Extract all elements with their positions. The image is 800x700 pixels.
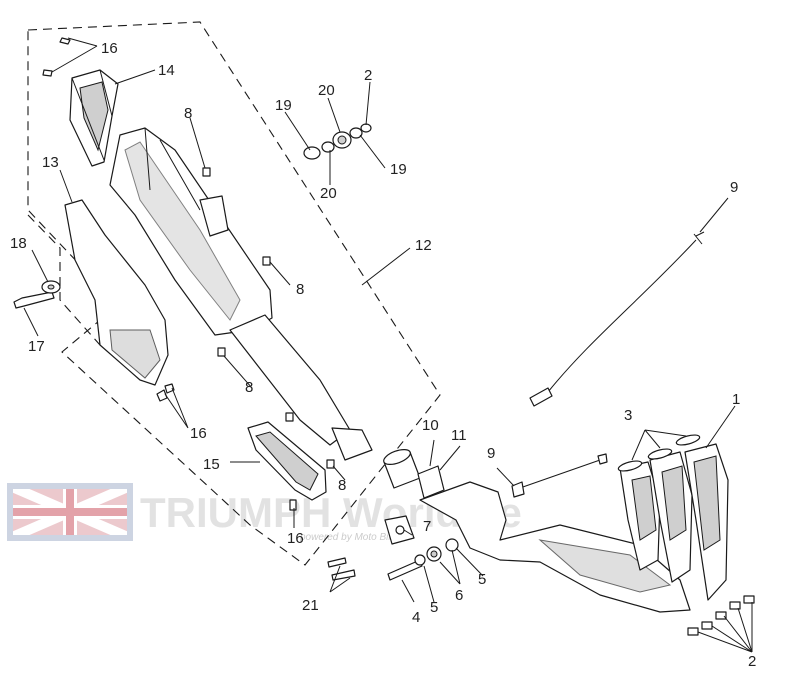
callout-8-top: 8 bbox=[184, 105, 192, 122]
washer-18 bbox=[41, 280, 61, 294]
callout-1: 1 bbox=[732, 391, 740, 408]
end-cap-part bbox=[69, 69, 119, 167]
union-flag-logo bbox=[7, 481, 133, 543]
bolts-21 bbox=[327, 557, 356, 581]
callout-10: 10 bbox=[422, 417, 439, 434]
callout-20-bottom: 20 bbox=[320, 185, 337, 202]
clip-nut-icon bbox=[326, 459, 335, 469]
callout-14: 14 bbox=[158, 62, 175, 79]
callout-11: 11 bbox=[451, 427, 467, 444]
bracket-7 bbox=[384, 515, 415, 545]
callout-12: 12 bbox=[415, 237, 432, 254]
mount-hardware bbox=[303, 123, 372, 160]
gasket-11 bbox=[417, 465, 445, 499]
callout-20-top: 20 bbox=[318, 82, 335, 99]
clip-nut-icon bbox=[285, 412, 294, 422]
callout-8-mid: 8 bbox=[296, 281, 304, 298]
callout-19-right: 19 bbox=[390, 161, 407, 178]
callout-16-top: 16 bbox=[101, 40, 118, 57]
screws-16 bbox=[42, 37, 297, 511]
clip-nut-icon bbox=[202, 167, 211, 177]
clip-nut-icon bbox=[217, 347, 226, 357]
nuts-2-lower bbox=[687, 595, 755, 636]
callout-5-left: 5 bbox=[430, 599, 438, 616]
callout-9-short: 9 bbox=[487, 445, 495, 462]
callout-4: 4 bbox=[412, 609, 420, 626]
fasteners-8 bbox=[202, 167, 335, 469]
sleeve-10 bbox=[383, 449, 421, 489]
callout-15: 15 bbox=[203, 456, 220, 473]
callout-8-bottom: 8 bbox=[338, 477, 346, 494]
callout-3: 3 bbox=[624, 407, 632, 424]
oxygen-sensor-short bbox=[511, 453, 608, 498]
callout-8-lower: 8 bbox=[245, 379, 253, 396]
callout-6: 6 bbox=[455, 587, 463, 604]
silencer-part bbox=[109, 127, 373, 461]
bolt-17 bbox=[13, 291, 55, 309]
callout-21: 21 bbox=[302, 597, 319, 614]
callout-18: 18 bbox=[10, 235, 27, 252]
leader-lines bbox=[23, 37, 753, 653]
callout-13: 13 bbox=[42, 154, 59, 171]
callout-2-bottom: 2 bbox=[748, 653, 756, 670]
header-pipe-assembly bbox=[419, 443, 729, 613]
oxygen-sensor-long bbox=[529, 231, 705, 407]
gaskets-3 bbox=[617, 434, 701, 472]
callout-16-bottom: 16 bbox=[287, 530, 304, 547]
callout-16-mid: 16 bbox=[190, 425, 207, 442]
silencer-assembly-outline bbox=[27, 21, 441, 566]
callout-2-top: 2 bbox=[364, 67, 372, 84]
callout-17: 17 bbox=[28, 338, 45, 355]
bolt-stack bbox=[387, 538, 459, 581]
callout-19-left: 19 bbox=[275, 97, 292, 114]
heat-shield-subgroup-outline bbox=[27, 214, 101, 346]
callout-labels: 16 14 8 2 20 19 19 20 13 18 17 12 8 8 16… bbox=[10, 40, 756, 670]
watermark-tagline: powered by Moto Bike bbox=[299, 532, 399, 543]
callout-7: 7 bbox=[423, 518, 431, 535]
heat-shield-part bbox=[64, 199, 169, 386]
clamp-shield-part bbox=[247, 421, 327, 501]
callout-5-right: 5 bbox=[478, 571, 486, 588]
callout-9-long: 9 bbox=[730, 179, 738, 196]
clip-nut-icon bbox=[262, 256, 271, 266]
